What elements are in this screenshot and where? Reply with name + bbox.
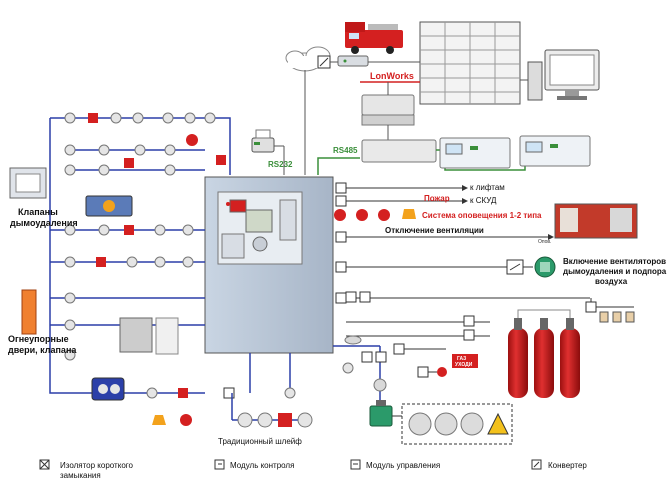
traditional-loop-devices bbox=[237, 387, 313, 428]
vent-off-label: Отключение вентиляции bbox=[385, 226, 484, 235]
legend: Изолятор короткого замыкания Модуль конт… bbox=[39, 459, 587, 480]
detector-group-dashed-box bbox=[401, 403, 513, 445]
extinguishing-modules bbox=[345, 291, 635, 323]
rs232-label: RS232 bbox=[268, 160, 293, 169]
green-management-module bbox=[369, 400, 393, 427]
remote-indicator-panel-2 bbox=[519, 135, 591, 167]
legend-isolator-2: замыкания bbox=[60, 471, 101, 480]
lonworks-module-icon bbox=[361, 94, 415, 126]
pc-tower-icon bbox=[527, 61, 543, 101]
converter-icon-top bbox=[317, 55, 331, 69]
network-switch-icon bbox=[337, 55, 369, 67]
warning-control-cabinet bbox=[554, 203, 638, 239]
valves-label-2: дымоудаления bbox=[10, 218, 78, 228]
printer-icon bbox=[251, 129, 275, 153]
legend-isolator-1: Изолятор короткого bbox=[60, 461, 134, 470]
rs485-label: RS485 bbox=[333, 146, 358, 155]
doors-label-1: Огнеупорные bbox=[8, 334, 69, 344]
siren-icons bbox=[334, 209, 416, 221]
alert-system-label: Система оповещения 1-2 типа bbox=[422, 211, 542, 220]
opov-label: Опов. bbox=[538, 239, 551, 245]
gas-module-group bbox=[342, 335, 478, 392]
converter-legend-icon bbox=[531, 459, 542, 470]
gas-label-2: УХОДИ bbox=[455, 362, 473, 368]
fire-control-panel bbox=[204, 176, 334, 354]
fans-on-label-2: дымоудаления и подпора bbox=[563, 267, 667, 276]
monitor-icon bbox=[544, 49, 600, 100]
management-module-legend-icon bbox=[350, 459, 361, 470]
gas-cylinders bbox=[508, 309, 580, 398]
fan-switch-icon bbox=[506, 259, 524, 275]
isolator-legend-icon bbox=[39, 459, 50, 470]
control-module-legend-icon bbox=[214, 459, 225, 470]
loop-devices bbox=[64, 112, 235, 426]
lonworks-label: LonWorks bbox=[370, 71, 414, 81]
door-closer-icon bbox=[119, 317, 179, 355]
trad-loop-label: Традиционный шлейф bbox=[218, 437, 302, 446]
fans-on-label-3: воздуха bbox=[595, 277, 628, 286]
server-rack-icon bbox=[419, 21, 521, 105]
valve-drive-icon bbox=[85, 195, 133, 217]
remote-indicator-panel-1 bbox=[439, 137, 511, 169]
fire-door-icon bbox=[21, 289, 37, 335]
fire-label: Пожар bbox=[424, 194, 450, 203]
panel-output-modules bbox=[335, 182, 347, 304]
fire-truck-icon bbox=[345, 22, 403, 54]
valves-label-1: Клапаны bbox=[18, 207, 58, 217]
rs485-converter-icon bbox=[361, 139, 437, 163]
fan-icon bbox=[534, 256, 556, 278]
legend-converter: Конвертер bbox=[548, 461, 587, 470]
legend-control-module: Модуль контроля bbox=[230, 461, 294, 470]
to-skud-label: к СКУД bbox=[470, 196, 497, 205]
to-elevators-label: к лифтам bbox=[470, 183, 505, 192]
smoke-valve-icon bbox=[9, 167, 47, 199]
doors-label-2: двери, клапана bbox=[8, 345, 77, 355]
gas-label-1: ГАЗ bbox=[457, 356, 466, 362]
fans-on-label-1: Включение вентиляторов bbox=[563, 257, 666, 266]
legend-management-module: Модуль управления bbox=[366, 461, 440, 470]
